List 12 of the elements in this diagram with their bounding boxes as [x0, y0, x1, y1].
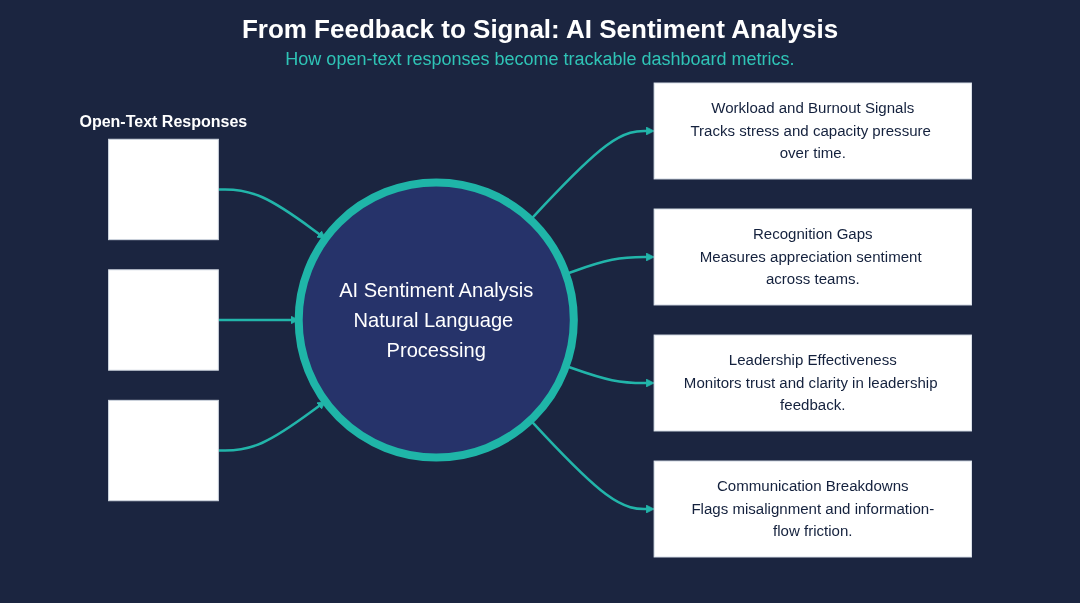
node-box: Recognition Gaps Measures appreciation sentiment across teams.: [653, 208, 972, 306]
node-box: [108, 269, 219, 371]
arrow: [218, 188, 326, 239]
node-box: Workload and Burnout Signals Tracks stress and capacity pressure over time.: [653, 82, 972, 180]
node-circle: AI Sentiment Analysis Natural Language Processing: [294, 178, 578, 462]
subtitle: How open-text responses become trackable dashboard metrics.: [285, 49, 795, 70]
node-box: Leadership Effectiveness Monitors trust and clarity in leadership feedback.: [653, 334, 972, 432]
node-box: [108, 399, 219, 502]
node-box: Communication Breakdowns Flags misalignment and information-flow friction.: [653, 460, 972, 558]
title: From Feedback to Signal: AI Sentiment Analysis: [241, 14, 839, 45]
node-box: [108, 138, 219, 241]
arrow: [218, 401, 326, 452]
